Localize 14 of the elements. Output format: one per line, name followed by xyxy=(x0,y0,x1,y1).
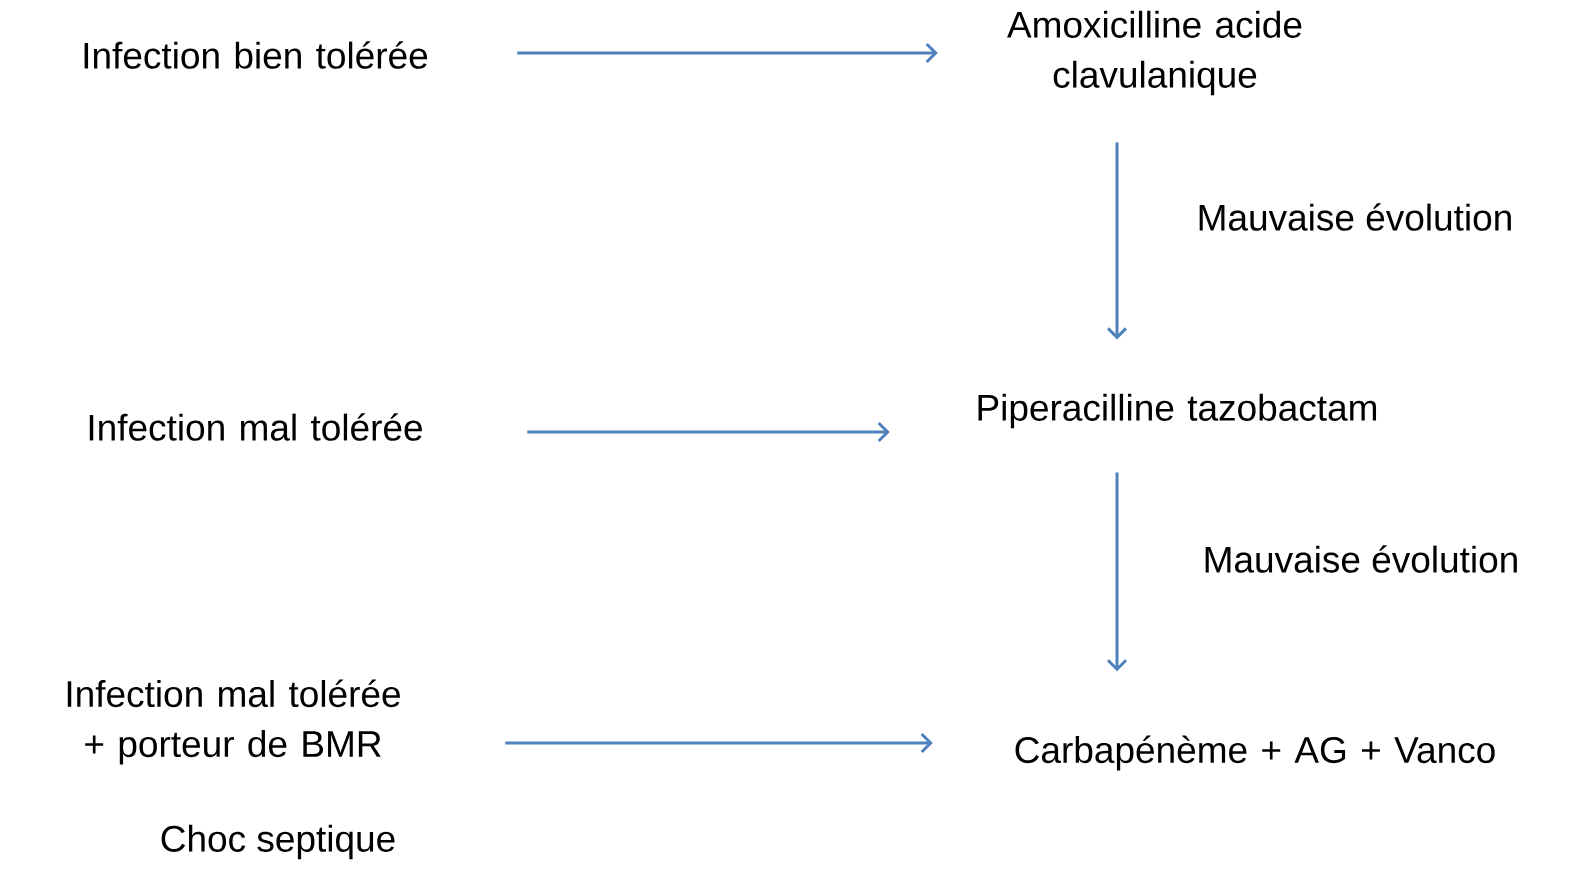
arrow xyxy=(1106,142,1128,340)
node-text: Carbapénème + AG + Vanco xyxy=(1015,735,1495,771)
node-text: Amoxicilline acide clavulanique xyxy=(1007,10,1302,96)
node-text: Infection bien tolérée xyxy=(84,41,428,69)
edge-label: Mauvaise évolution xyxy=(1205,545,1517,573)
arrow xyxy=(527,421,890,443)
note-text: Choc septique xyxy=(161,824,395,860)
arrow xyxy=(1106,472,1128,672)
edge-label: Mauvaise évolution xyxy=(1199,203,1511,231)
node-text: Piperacilline tazobactam xyxy=(978,393,1377,429)
node-text: Infection mal tolérée xyxy=(89,413,422,441)
arrow xyxy=(517,42,938,64)
arrow xyxy=(505,732,933,754)
node-text: Infection mal tolérée + porteur de BMR xyxy=(67,679,400,765)
